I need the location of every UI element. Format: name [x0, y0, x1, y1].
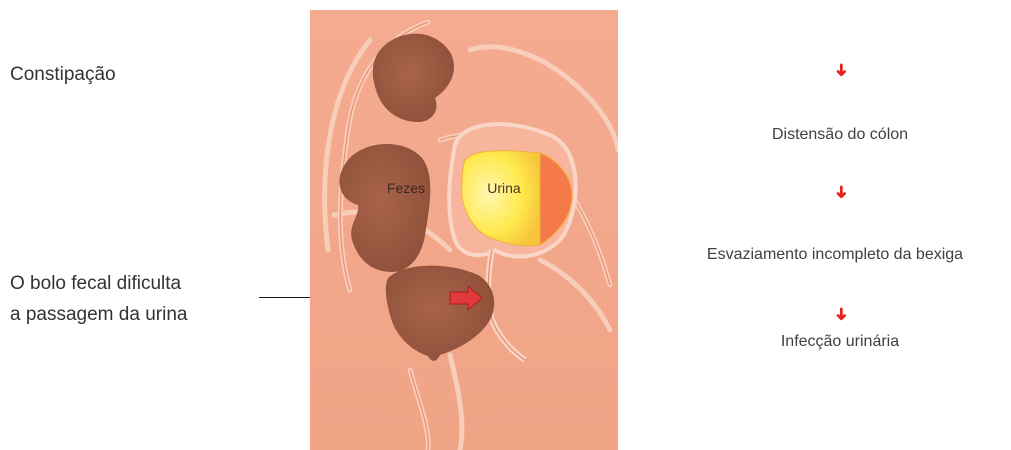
diagram-title: Constipação: [10, 64, 116, 86]
flow-arrow-3: ➜: [831, 304, 851, 324]
arrow-down-icon-1: ➜: [831, 63, 851, 77]
feces-label: Fezes: [387, 180, 425, 196]
annotation-line-2: a passagem da urina: [10, 299, 187, 330]
urine-label: Urina: [487, 180, 521, 196]
arrow-down-icon-3: ➜: [831, 307, 851, 321]
flow-arrow-1: ➜: [831, 60, 851, 80]
flow-step-1: Distensão do cólon: [700, 126, 980, 144]
arrow-down-icon-2: ➜: [831, 185, 851, 199]
anatomy-illustration: Fezes Urina: [310, 10, 618, 450]
flow-step-3: Infecção urinária: [700, 333, 980, 351]
flow-step-2: Esvaziamento incompleto da bexiga: [660, 246, 1010, 264]
flow-arrow-2: ➜: [831, 182, 851, 202]
annotation-text: O bolo fecal dificulta a passagem da uri…: [10, 268, 187, 330]
annotation-line-1: O bolo fecal dificulta: [10, 268, 187, 299]
